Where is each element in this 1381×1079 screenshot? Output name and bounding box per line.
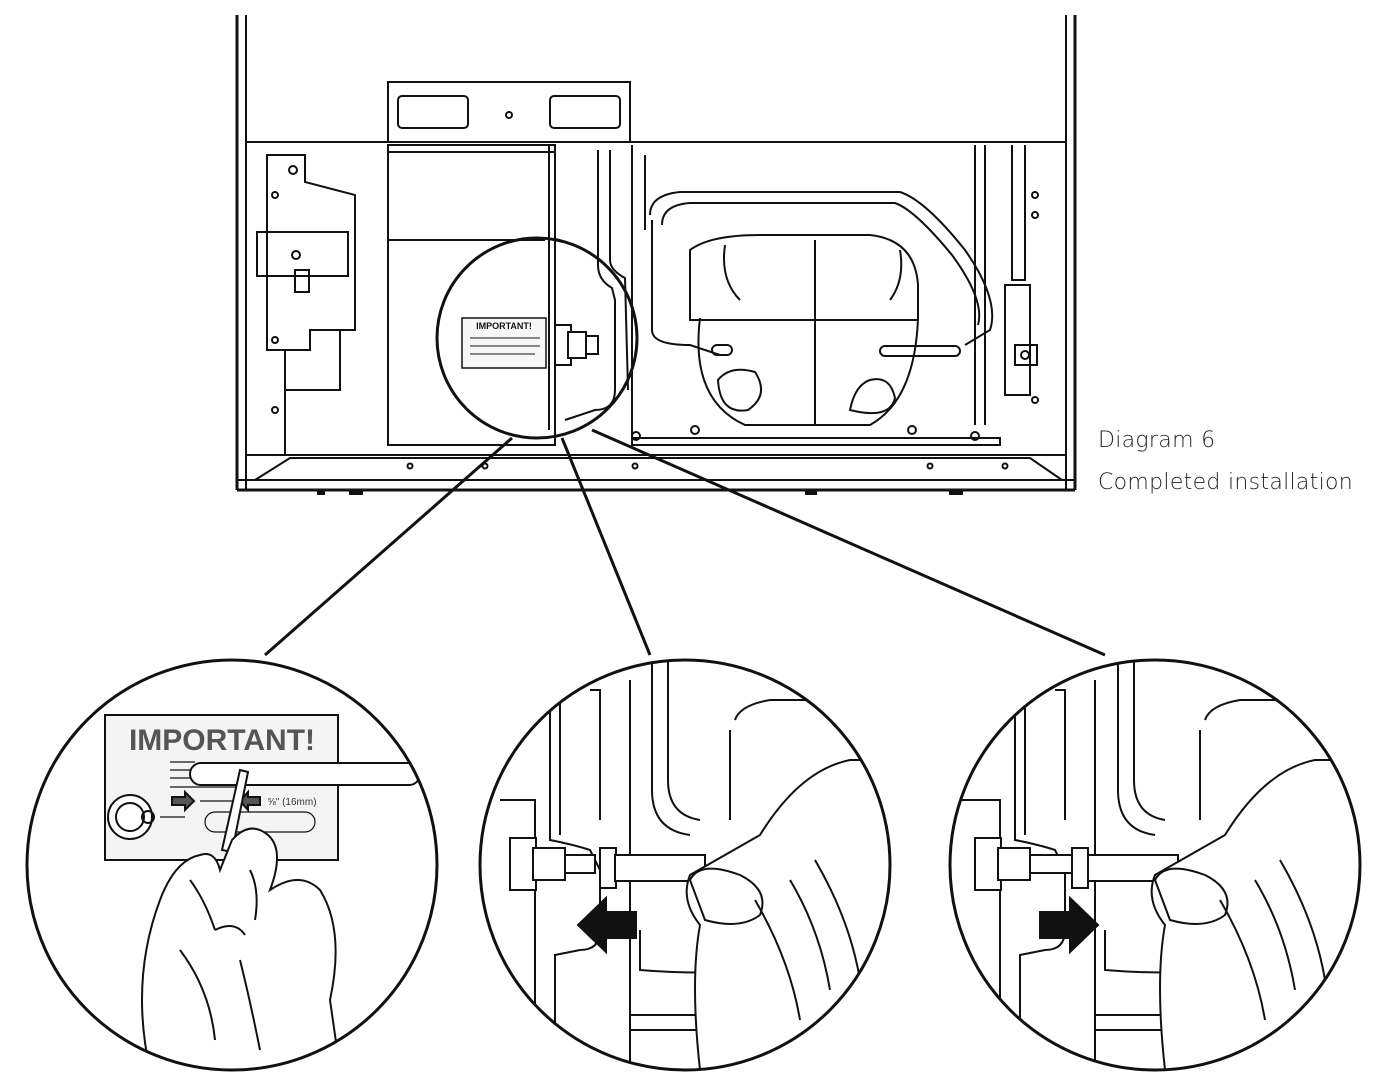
detail-label-heading: IMPORTANT! xyxy=(129,724,315,757)
diagram-subtitle: Completed installation xyxy=(1098,470,1354,495)
zoom-circle xyxy=(435,236,639,440)
detail-push-view xyxy=(948,658,1362,1072)
detail-label-measurement: ⅝" (16mm) xyxy=(267,797,316,808)
detail-pull-view xyxy=(478,658,892,1072)
appliance-unit xyxy=(235,15,1077,495)
diagram-title: Diagram 6 xyxy=(1098,428,1216,453)
unit-label-heading: IMPORTANT! xyxy=(476,321,532,331)
unit-fitting xyxy=(554,324,599,366)
leader-lines xyxy=(264,428,1106,657)
detail-label-view: IMPORTANT! ⅝" (16mm) xyxy=(25,658,439,1072)
unit-label: IMPORTANT! xyxy=(461,317,547,369)
